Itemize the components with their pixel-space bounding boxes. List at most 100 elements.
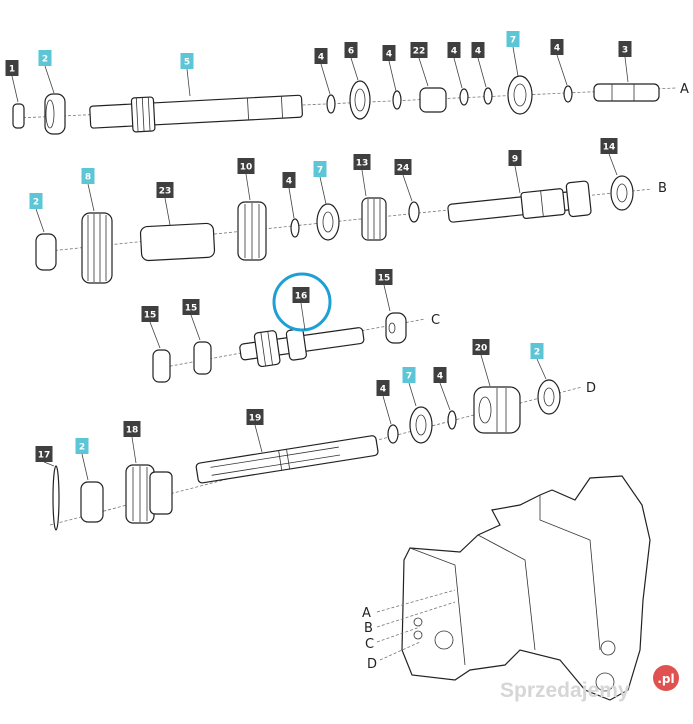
callout-part-7[interactable]: 7 <box>506 31 520 77</box>
callout-part-15[interactable]: 15 <box>182 299 201 341</box>
callout-box <box>35 446 53 462</box>
part-7-bearing[interactable] <box>409 406 433 444</box>
part-19-shaft[interactable] <box>195 435 379 484</box>
callout-part-2[interactable]: 2 <box>38 50 55 94</box>
part-9-shaft[interactable] <box>447 180 592 230</box>
callout-box <box>530 343 544 359</box>
callout-part-4[interactable]: 4 <box>314 48 331 95</box>
watermark: Sprzedajemy .pl <box>500 665 679 702</box>
axis-letter-a: A <box>680 82 689 97</box>
part-16-gear-shaft[interactable] <box>238 318 366 369</box>
part-23-spacer[interactable] <box>139 222 216 262</box>
callout-part-4[interactable]: 4 <box>447 42 463 89</box>
callout-part-6[interactable]: 6 <box>344 42 359 81</box>
leader-line <box>439 382 451 411</box>
callout-part-2[interactable]: 2 <box>29 193 45 233</box>
callout-part-15[interactable]: 15 <box>141 306 161 349</box>
callout-part-8[interactable]: 8 <box>81 168 95 212</box>
part-15-washer[interactable] <box>385 312 407 344</box>
part-4-circlip[interactable] <box>483 87 493 105</box>
callout-part-1[interactable]: 1 <box>5 60 19 103</box>
part-7-bearing[interactable] <box>507 75 533 115</box>
part-4-circlip[interactable] <box>290 218 300 238</box>
row-b-parts <box>35 175 634 284</box>
callout-part-2[interactable]: 2 <box>530 343 547 380</box>
callout-part-15[interactable]: 15 <box>375 269 393 312</box>
leader-line <box>320 63 331 95</box>
leader-line <box>382 395 392 425</box>
callout-part-20[interactable]: 20 <box>472 339 491 387</box>
callout-part-13[interactable]: 13 <box>353 154 371 197</box>
part-2-bearing[interactable] <box>537 379 561 415</box>
part-3-shaft[interactable] <box>593 83 660 102</box>
part-2-bearing[interactable] <box>44 93 66 135</box>
part-6-bearing[interactable] <box>349 80 371 120</box>
callout-part-4[interactable]: 4 <box>471 42 487 88</box>
leader-line <box>319 176 327 205</box>
callout-box <box>410 42 428 58</box>
callout-number: 7 <box>317 166 323 176</box>
callout-part-7[interactable]: 7 <box>402 367 417 407</box>
callout-part-4[interactable]: 4 <box>376 380 392 425</box>
callout-box <box>472 339 490 355</box>
callout-part-18[interactable]: 18 <box>123 421 141 464</box>
leader-line <box>245 173 251 201</box>
callout-part-10[interactable]: 10 <box>237 158 255 201</box>
callout-part-3[interactable]: 3 <box>618 41 632 83</box>
leader-line <box>402 174 413 202</box>
part-5-shaft[interactable] <box>89 89 303 134</box>
leader-line <box>87 183 95 212</box>
part-1-washer[interactable] <box>12 103 25 129</box>
callout-part-14[interactable]: 14 <box>600 138 618 176</box>
callout-part-4[interactable]: 4 <box>433 367 451 411</box>
part-4-circlip[interactable] <box>459 88 469 106</box>
part-14-bearing[interactable] <box>610 175 634 211</box>
callout-part-9[interactable]: 9 <box>508 150 522 194</box>
leader-line <box>190 314 201 341</box>
part-2-bearing[interactable] <box>80 481 104 523</box>
callout-part-5[interactable]: 5 <box>180 53 194 97</box>
part-4-circlip[interactable] <box>326 94 336 114</box>
callout-part-22[interactable]: 22 <box>410 42 429 87</box>
part-4-circlip[interactable] <box>392 90 402 110</box>
gearbox-housing[interactable] <box>376 475 651 701</box>
part-17-shim[interactable] <box>52 465 60 531</box>
callout-number: 4 <box>318 53 324 63</box>
leader-line <box>514 165 521 194</box>
part-4-circlip[interactable] <box>447 410 457 430</box>
callout-part-16[interactable]: 16 <box>292 287 310 331</box>
callout-part-4[interactable]: 4 <box>282 172 296 219</box>
callout-box <box>506 31 520 47</box>
callout-number: 4 <box>380 385 386 395</box>
part-2-bearing[interactable] <box>35 233 57 271</box>
part-15-washer[interactable] <box>193 341 212 375</box>
part-22-bush[interactable] <box>419 87 447 113</box>
callout-part-19[interactable]: 19 <box>246 409 264 453</box>
part-4-circlip[interactable] <box>563 85 573 103</box>
callout-number: 5 <box>184 58 190 68</box>
callout-box <box>394 159 412 175</box>
part-8-gear[interactable] <box>81 212 113 284</box>
callout-number: 9 <box>512 155 518 165</box>
part-4-circlip[interactable] <box>387 424 399 444</box>
callout-part-24[interactable]: 24 <box>394 159 413 202</box>
callout-box <box>292 287 310 303</box>
part-24-circlip[interactable] <box>408 201 420 223</box>
part-7-bearing[interactable] <box>316 203 340 241</box>
callout-part-4[interactable]: 4 <box>382 45 397 92</box>
watermark-badge <box>653 665 679 691</box>
callout-box <box>246 409 264 425</box>
housing-letter-b: B <box>364 621 373 636</box>
part-15-washer[interactable] <box>152 349 171 383</box>
callout-part-4[interactable]: 4 <box>550 39 568 86</box>
callout-number: 18 <box>126 426 139 436</box>
callout-box <box>5 60 19 76</box>
callout-number: 8 <box>85 173 91 183</box>
callout-part-2[interactable]: 2 <box>75 438 89 481</box>
callout-number: 24 <box>397 164 410 174</box>
callout-box <box>282 172 296 188</box>
callout-part-7[interactable]: 7 <box>313 161 327 205</box>
callout-part-23[interactable]: 23 <box>156 182 174 226</box>
callout-part-17[interactable]: 17 <box>35 446 55 467</box>
